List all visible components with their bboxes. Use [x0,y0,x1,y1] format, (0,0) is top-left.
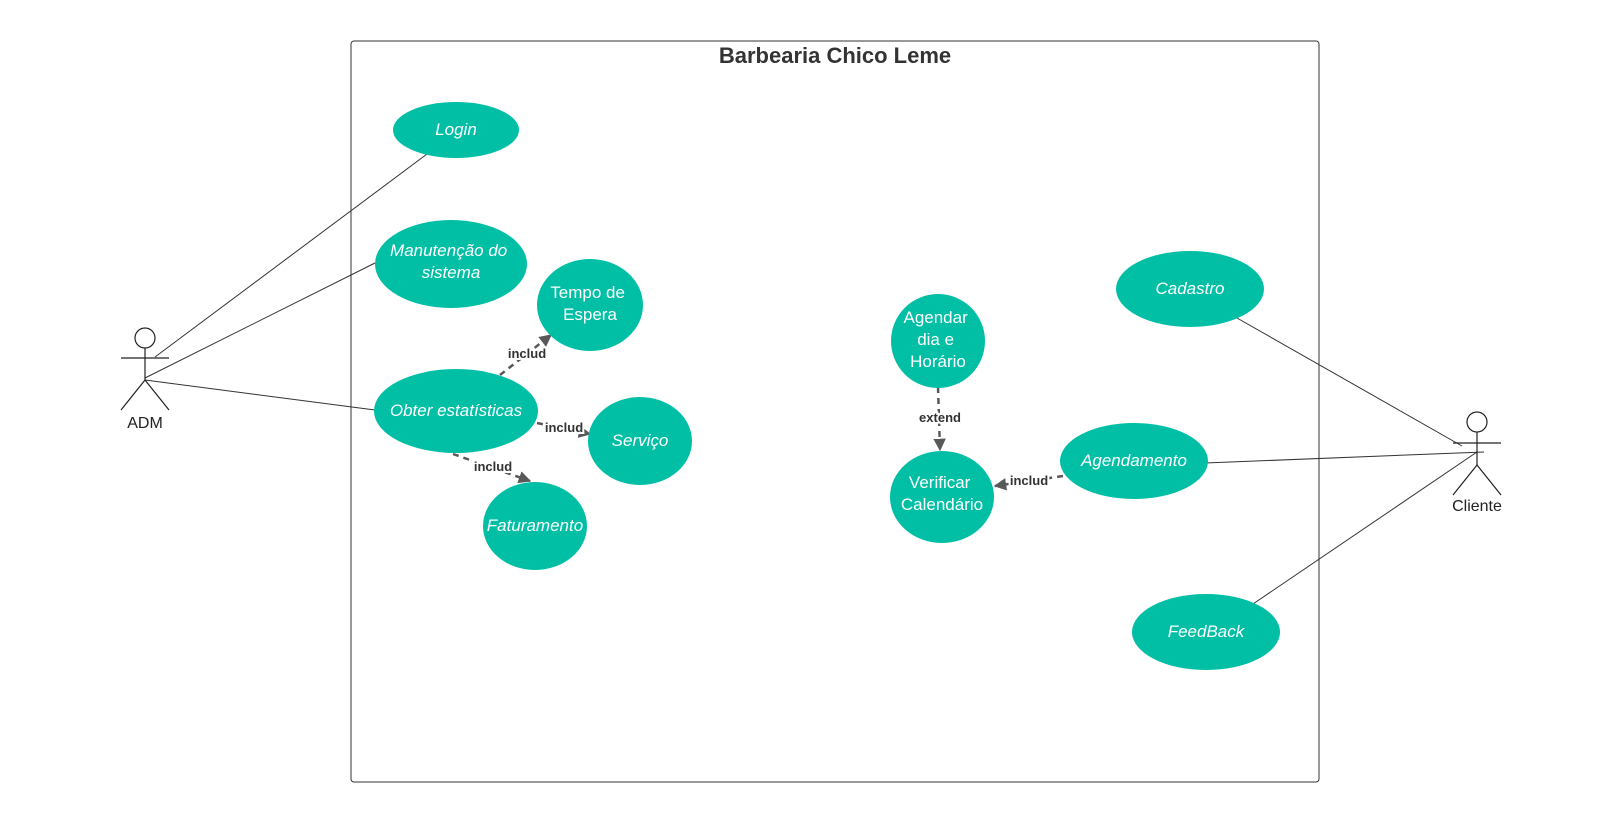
use-case-label: Agendamento [1080,451,1187,470]
use-case-agendamento[interactable]: Agendamento [1060,423,1208,499]
svg-text:Cadastro: Cadastro [1156,279,1225,298]
use-case-login[interactable]: Login [393,102,519,158]
use-case-label: dia e [917,330,954,349]
actor-adm[interactable]: ADM [120,327,170,432]
dep-estatisticas-faturamento [452,452,532,484]
use-case-label: Agendar [903,308,968,327]
use-case-label: Espera [563,305,617,324]
dep-agendamento-verificar [993,474,1064,491]
actor-label: ADM [127,415,163,432]
use-case-label: Calendário [901,495,983,514]
assoc-adm-manutencao [144,262,376,379]
relation-label-includ: includ [474,459,512,474]
use-case-label: Login [435,120,477,139]
use-case-label: Manutenção do [390,241,507,260]
assoc-adm-login [154,153,428,358]
use-case-verificar-calendario[interactable]: Verificar Calendário [890,451,994,543]
use-case-manutencao-sistema[interactable]: Manutenção do sistema [375,220,527,308]
assoc-adm-estatisticas [144,379,376,411]
relation-label-includ: includ [545,420,583,435]
assoc-cliente-cadastro [1236,317,1463,447]
relation-label-extend: extend [919,410,961,425]
use-case-label: Cadastro [1156,279,1225,298]
use-case-feedback[interactable]: FeedBack [1132,594,1280,670]
use-case-cadastro[interactable]: Cadastro [1116,251,1264,327]
actor-head-icon [1466,411,1488,433]
system-boundary [350,40,1320,783]
use-case-servico[interactable]: Serviço [588,397,692,485]
actor-cliente[interactable]: Cliente [1452,411,1502,515]
relation-label-includ: includ [1010,473,1048,488]
svg-text:FeedBack: FeedBack [1168,622,1246,641]
use-case-label: Serviço [612,431,669,450]
assoc-cliente-feedback [1249,451,1478,607]
use-case-label: Horário [910,352,966,371]
use-case-label: Tempo de [550,283,625,302]
svg-text:Verificar Calendário: Verificar Calendário [901,473,983,514]
svg-text:Agendamento: Agendamento [1080,451,1187,470]
assoc-cliente-agendamento [1204,451,1485,464]
svg-text:Agendar dia e Horá: Agendar dia e Horário [903,308,972,371]
use-case-faturamento[interactable]: Faturamento [483,482,587,570]
use-case-obter-estatisticas[interactable]: Obter estatísticas [374,369,538,453]
system-title: Barbearia Chico Leme [719,43,951,68]
use-case-label: Obter estatísticas [390,401,523,420]
use-case-tempo-espera[interactable]: Tempo de Espera [537,259,643,351]
relation-label-includ: includ [508,346,546,361]
use-case-label: FeedBack [1168,622,1246,641]
svg-text:Manutenção do sistema: Manutenção do sistema [390,241,512,282]
use-case-label: sistema [422,263,481,282]
svg-text:Serviço: Serviço [612,431,669,450]
svg-text:Obter estatísticas: Obter estatísticas [390,401,523,420]
actor-label: Cliente [1452,498,1502,515]
svg-text:Login: Login [435,120,477,139]
use-case-label: Verificar [909,473,971,492]
actor-head-icon [134,327,156,349]
use-case-agendar-dia-horario[interactable]: Agendar dia e Horário [891,294,985,388]
svg-text:Tempo de Espera: Tempo de Espera [550,283,629,324]
dep-estatisticas-servico [536,421,592,438]
use-case-label: Faturamento [487,516,583,535]
svg-text:Faturamento: Faturamento [487,516,583,535]
